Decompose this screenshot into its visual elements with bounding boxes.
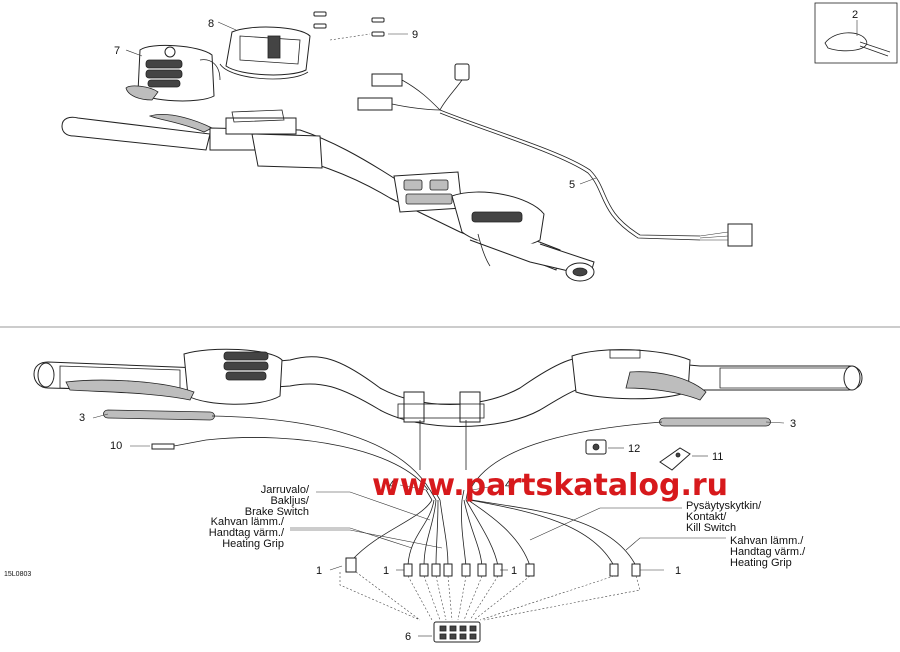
callout-11: 11 <box>712 451 723 463</box>
callout-8: 8 <box>208 18 214 30</box>
label-leaders <box>290 484 726 571</box>
label-brake-switch-en: Brake Switch <box>245 506 309 518</box>
callout-6: 6 <box>405 631 411 643</box>
label-heating-grip-right-fi: Kahvan lämm./ <box>730 535 804 547</box>
label-kill-switch-en: Kill Switch <box>686 522 736 534</box>
callout-5: 5 <box>569 179 575 191</box>
label-heating-grip-left-en: Heating Grip <box>222 538 284 550</box>
throttle-switch-block <box>393 171 595 282</box>
label-brake-switch-sv: Bakljus/ <box>270 495 309 507</box>
plug-part-6 <box>418 621 481 643</box>
label-heating-grip-right-en: Heating Grip <box>730 557 792 569</box>
callout-10: 10 <box>110 440 122 452</box>
callout-3-left: 3 <box>79 412 85 424</box>
bottom-assembly <box>33 348 863 643</box>
callout-2: 2 <box>852 9 858 21</box>
callout-1-c: 1 <box>511 565 517 577</box>
label-brake-switch-fi: Jarruvalo/ <box>261 484 310 496</box>
clip-part-12 <box>585 439 624 455</box>
label-heating-grip-right-sv: Handtag värm./ <box>730 546 806 558</box>
callout-1-d: 1 <box>675 565 681 577</box>
label-heating-grip-left-sv: Handtag värm./ <box>209 527 285 539</box>
switch-housing-part-7 <box>125 45 221 102</box>
cable-tie-box <box>814 2 898 64</box>
callout-7: 7 <box>114 45 120 57</box>
label-kill-switch-fi: Pysäytyskytkin/ <box>686 500 762 512</box>
top-leaders <box>125 21 597 185</box>
handlebar-bottom <box>33 348 863 470</box>
harness-part-4 <box>339 489 641 621</box>
callout-4-left: 4 <box>389 479 395 491</box>
label-kill-switch-sv: Kontakt/ <box>686 511 727 523</box>
watermark: www.partskatalog.ru <box>372 468 728 503</box>
top-assembly <box>61 2 898 282</box>
callout-1-b: 1 <box>383 565 389 577</box>
callout-1-a: 1 <box>316 565 322 577</box>
callout-3-right: 3 <box>790 418 796 430</box>
screws-part-9 <box>313 11 385 41</box>
wiring-harness-part-5 <box>357 63 753 247</box>
callout-12: 12 <box>628 443 640 455</box>
bracket-part-11 <box>659 447 708 471</box>
image-code: 15L0803 <box>4 571 31 578</box>
label-heating-grip-left-fi: Kahvan lämm./ <box>211 516 285 528</box>
bracket-part-8 <box>219 26 311 80</box>
sensor-part-10 <box>130 437 429 491</box>
callout-9: 9 <box>412 29 418 41</box>
grip-heater-part-3 <box>92 409 785 491</box>
callout-4-right: 4 <box>505 479 511 491</box>
